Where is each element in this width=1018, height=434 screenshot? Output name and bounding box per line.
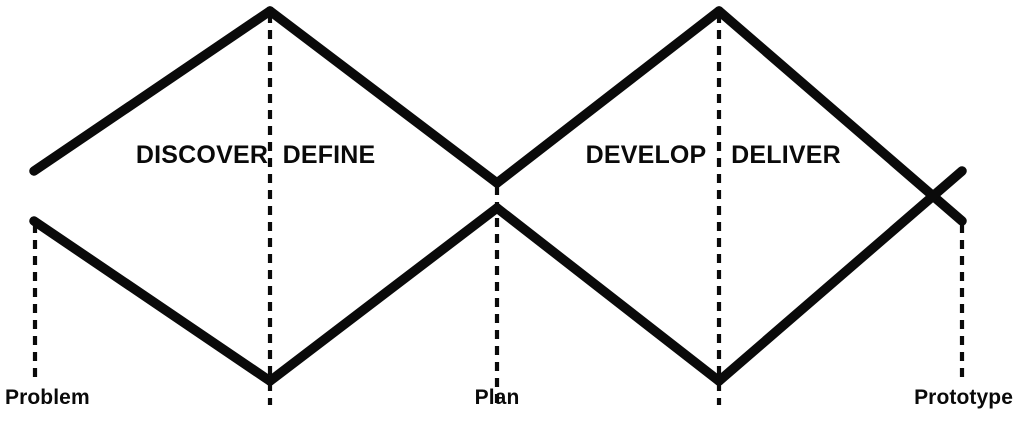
develop-lower-edge [492, 203, 724, 386]
phase-label-develop: DEVELOP [586, 141, 707, 169]
dashed-guides [32, 14, 965, 405]
milestone-label-problem: Problem [5, 386, 90, 409]
discover-upper-edge [29, 6, 275, 176]
deliver-upper-edge [714, 6, 967, 226]
define-upper-edge [265, 6, 502, 188]
phase-label-discover: DISCOVER [136, 141, 268, 169]
define-lower-edge [265, 203, 502, 386]
milestone-label-plan: Plan [475, 386, 520, 409]
deliver-lower-edge [714, 166, 967, 386]
milestone-label-prototype: Prototype [914, 386, 1013, 409]
diamond-outlines [29, 6, 967, 386]
milestone-labels: Problem Plan Prototype [5, 386, 1013, 409]
develop-upper-edge [492, 6, 724, 188]
phase-label-deliver: DELIVER [731, 141, 841, 169]
phase-labels: DISCOVER DEFINE DEVELOP DELIVER [136, 141, 841, 169]
phase-label-define: DEFINE [283, 141, 376, 169]
discover-lower-edge [29, 216, 275, 386]
